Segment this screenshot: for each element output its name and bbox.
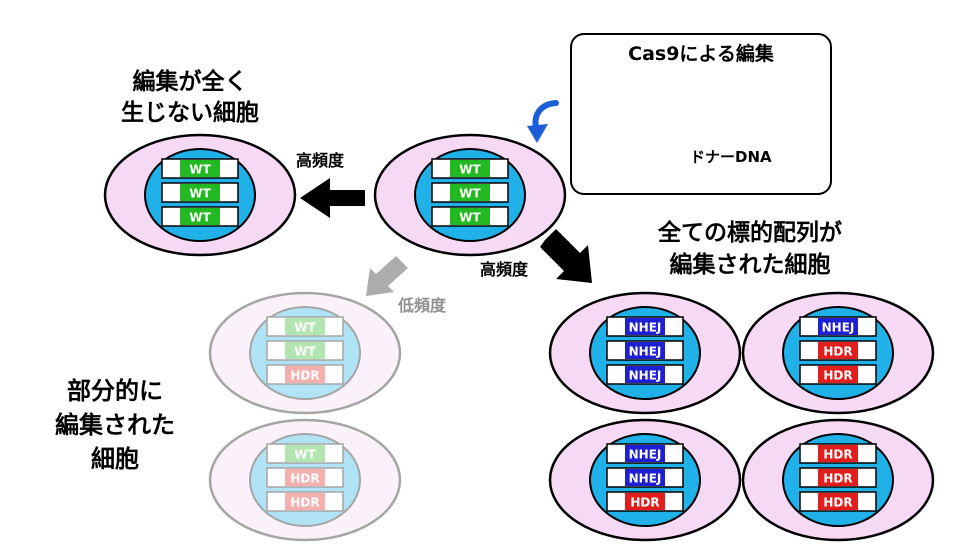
cas9-delivery-arrow-head — [527, 124, 548, 143]
cell-membrane — [208, 291, 402, 415]
allele-nhej-block — [625, 342, 665, 359]
allele-wt-block — [450, 160, 490, 177]
arrow-down-left-frequency-label: 低頻度 — [398, 296, 447, 315]
allele-label: WT — [459, 187, 481, 201]
cell-full-2: NHEJ HDR HDR — [741, 291, 935, 415]
partial-edit-label-line3: 細胞 — [91, 445, 139, 473]
arrow-down-left-low — [366, 256, 408, 296]
allele-hdr-block — [818, 493, 858, 510]
cell-no-edit: WT WT WT — [103, 133, 297, 257]
allele-hdr-block — [285, 366, 325, 383]
arrow-down-right-high — [540, 229, 592, 283]
cell-nucleus — [249, 433, 361, 527]
allele-strand — [266, 467, 344, 488]
allele-wt-block — [180, 160, 220, 177]
panel-title: Cas9による編集 — [628, 43, 774, 65]
allele-label: HDR — [823, 369, 852, 383]
partial-edit-label-line2: 編集された — [55, 411, 175, 439]
allele-label: HDR — [290, 369, 319, 383]
allele-wt-block — [180, 184, 220, 201]
allele-label: HDR — [823, 448, 852, 462]
allele-label: WT — [294, 345, 316, 359]
allele-label: WT — [294, 448, 316, 462]
allele-hdr-block — [285, 493, 325, 510]
allele-label: HDR — [630, 496, 659, 510]
cell-full-1: NHEJ NHEJ NHEJ — [548, 291, 742, 415]
no-edit-label-line2: 生じない細胞 — [121, 100, 259, 126]
donor-dna-label: ドナーDNA — [690, 148, 772, 166]
allele-wt-block — [285, 342, 325, 359]
allele-label: HDR — [823, 345, 852, 359]
allele-strand — [266, 364, 344, 385]
allele-hdr-block — [818, 366, 858, 383]
allele-nhej-block — [625, 318, 665, 335]
allele-hdr-block — [285, 469, 325, 486]
allele-nhej-block — [818, 318, 858, 335]
allele-nhej-block — [625, 445, 665, 462]
allele-nhej-block — [625, 469, 665, 486]
allele-nhej-block — [625, 366, 665, 383]
allele-strand — [266, 443, 344, 464]
arrow-left-high — [300, 178, 365, 218]
cell-partial-2: WT HDR HDR — [208, 418, 402, 542]
allele-label: NHEJ — [629, 321, 662, 335]
allele-label: WT — [459, 211, 481, 225]
allele-hdr-block — [818, 342, 858, 359]
no-edit-label-line1: 編集が全く — [132, 69, 248, 95]
cell-origin: WT WT WT — [373, 133, 567, 257]
allele-label: WT — [294, 321, 316, 335]
allele-label: WT — [189, 163, 211, 177]
allele-label: WT — [189, 211, 211, 225]
cas9-panel — [570, 33, 832, 195]
allele-hdr-block — [625, 493, 665, 510]
cell-partial-1: WT WT HDR — [208, 291, 402, 415]
allele-hdr-block — [818, 445, 858, 462]
arrow-left-frequency-label: 高頻度 — [296, 151, 345, 170]
allele-label: NHEJ — [629, 472, 662, 486]
allele-label: NHEJ — [822, 321, 855, 335]
allele-label: NHEJ — [629, 448, 662, 462]
allele-label: NHEJ — [629, 369, 662, 383]
allele-label: HDR — [823, 472, 852, 486]
allele-label: WT — [189, 187, 211, 201]
allele-label: WT — [459, 163, 481, 177]
cell-full-4: HDR HDR HDR — [741, 418, 935, 542]
allele-label: HDR — [290, 496, 319, 510]
allele-strand — [266, 340, 344, 361]
all-edit-label-line1: 全ての標的配列が — [658, 220, 842, 246]
allele-label: HDR — [823, 496, 852, 510]
arrow-down-right-frequency-label: 高頻度 — [480, 260, 529, 279]
cell-full-3: NHEJ NHEJ HDR — [548, 418, 742, 542]
allele-wt-block — [285, 445, 325, 462]
allele-label: HDR — [290, 472, 319, 486]
allele-label: NHEJ — [629, 345, 662, 359]
allele-wt-block — [285, 318, 325, 335]
allele-strand — [266, 491, 344, 512]
all-edit-label-line2: 編集された細胞 — [669, 252, 831, 278]
allele-wt-block — [450, 184, 490, 201]
allele-wt-block — [450, 208, 490, 225]
partial-edit-label-line1: 部分的に — [67, 377, 163, 405]
allele-hdr-block — [818, 469, 858, 486]
allele-wt-block — [180, 208, 220, 225]
cell-nucleus — [249, 306, 361, 400]
allele-strand — [266, 316, 344, 337]
cell-membrane — [208, 418, 402, 542]
